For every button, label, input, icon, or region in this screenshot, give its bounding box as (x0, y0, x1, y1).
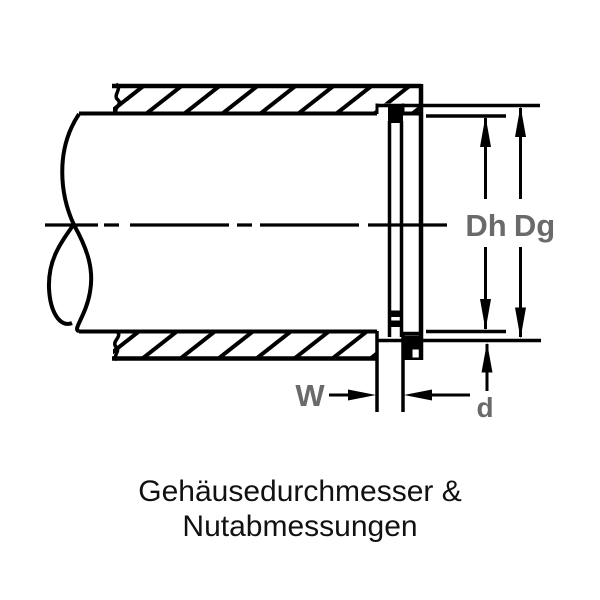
ring-cross-section (388, 104, 403, 123)
label-d: d (476, 392, 493, 423)
w-arrow-right-icon (348, 389, 376, 401)
label-dh: Dh (465, 208, 506, 243)
bottom-wall-break-edge (113, 329, 121, 362)
break-line-curve (46, 112, 94, 333)
caption-line-1: Gehäusedurchmesser & (138, 475, 462, 508)
w-arrow-left-icon (404, 389, 432, 401)
top-wall-break-edge (114, 82, 121, 116)
ring-gap-dash-2 (390, 320, 401, 327)
ring-gap-dash-1 (390, 310, 401, 317)
dg-arrow-down-icon (515, 307, 526, 339)
retaining-ring (387, 104, 404, 337)
dg-arrow-up-icon (515, 106, 526, 137)
bottom-corner-notch (412, 349, 421, 358)
d-arrow-up-icon (481, 342, 493, 373)
label-dg: Dg (514, 208, 555, 243)
label-w: W (295, 378, 325, 413)
dh-arrow-up-icon (480, 116, 491, 147)
dh-arrow-down-icon (480, 299, 491, 330)
caption-line-2: Nutabmessungen (182, 510, 417, 543)
